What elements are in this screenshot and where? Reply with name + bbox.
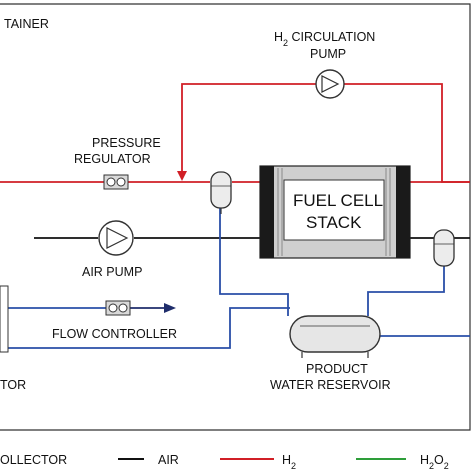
- water-separator-right[interactable]: [433, 229, 455, 267]
- legend-h2o2-label: H2O2: [420, 453, 449, 471]
- water-lines: [0, 204, 470, 349]
- air-pump-label: AIR PUMP: [82, 265, 142, 279]
- container-boundary: [0, 3, 471, 431]
- stack-cell-plates: [277, 168, 391, 256]
- water-line-reservoir-out: [0, 307, 290, 349]
- pressure-regulator-label-line1: PRESSURE: [92, 136, 161, 150]
- h2-lines: [0, 83, 470, 183]
- h2-circulation-pump[interactable]: [315, 69, 345, 99]
- fuel-cell-stack[interactable]: [259, 165, 411, 259]
- pressure-regulator[interactable]: [103, 174, 129, 190]
- product-water-reservoir[interactable]: [289, 315, 381, 358]
- pressure-regulator-label-line2: REGULATOR: [74, 152, 151, 166]
- flow-controller-label: FLOW CONTROLLER: [52, 327, 177, 341]
- water-line-separator-right: [367, 264, 445, 316]
- legend-air-label: AIR: [158, 453, 179, 467]
- air-pump-arrow-icon: [106, 227, 129, 249]
- left-cut-label: TOR: [0, 378, 26, 392]
- reservoir-label-line2: WATER RESERVOIR: [270, 378, 391, 392]
- legend-collector-label: OLLECTOR: [0, 453, 67, 467]
- stack-end-plate-right: [396, 166, 410, 258]
- reservoir-label-line1: PRODUCT: [306, 362, 368, 376]
- flow-controller[interactable]: [105, 300, 131, 316]
- pump-arrow-icon: [321, 75, 340, 93]
- water-separator-left[interactable]: [210, 171, 232, 214]
- circulation-pump-label-line2: PUMP: [310, 47, 346, 61]
- container-label: TAINER: [4, 17, 49, 31]
- air-pump[interactable]: [98, 220, 134, 256]
- left-cut-component: [0, 285, 9, 353]
- legend: OLLECTOR AIR H2 H2O2: [0, 453, 449, 471]
- legend-h2-label: H2: [282, 453, 296, 471]
- h2-recirculation-loop: [344, 83, 470, 183]
- circulation-pump-label-line1: H2 CIRCULATION: [274, 30, 375, 48]
- h2-recirculation-return: [177, 83, 316, 181]
- stack-end-plate-left: [260, 166, 274, 258]
- fuel-cell-label-line1: FUEL CELL: [293, 191, 383, 210]
- fuel-cell-label-line2: STACK: [306, 213, 362, 232]
- water-line-separator-left: [219, 204, 289, 316]
